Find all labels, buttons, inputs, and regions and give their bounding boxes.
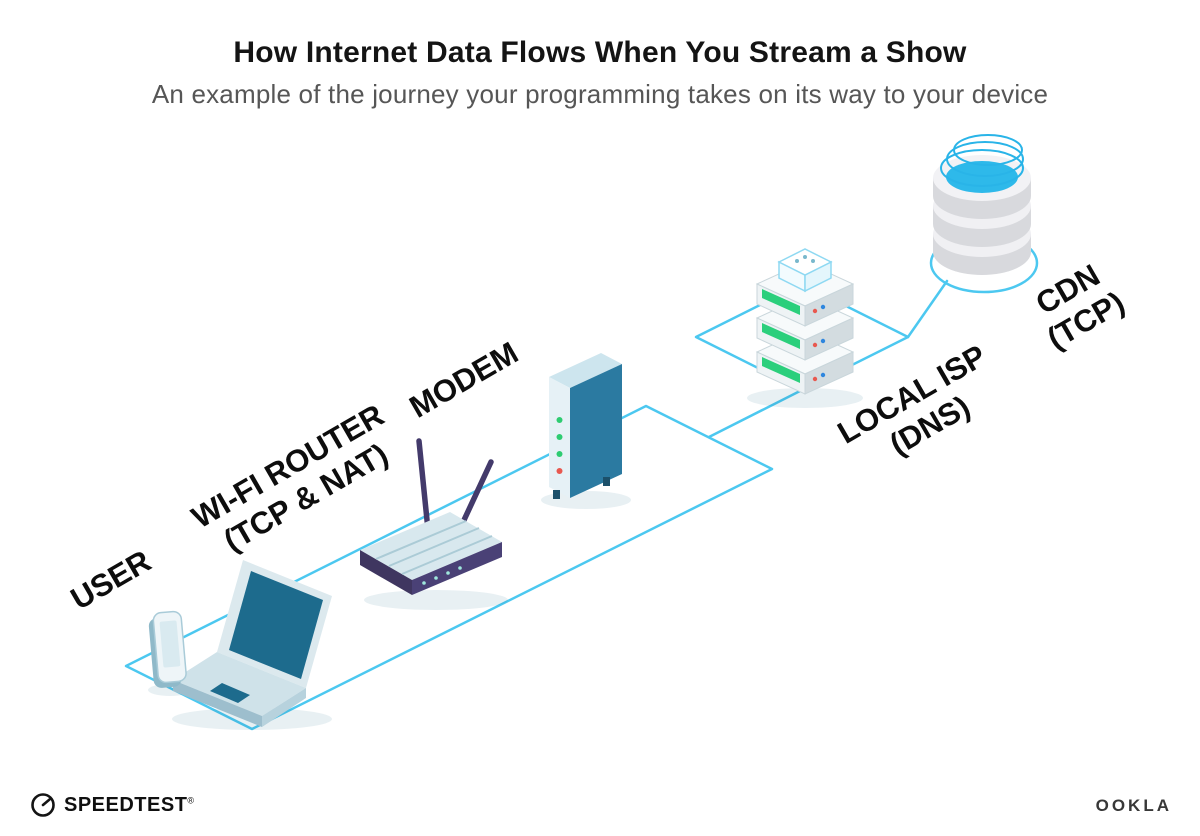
modem-illustration	[549, 353, 622, 499]
router-led-lights	[422, 566, 462, 585]
connector-isp-to-cdn	[906, 279, 949, 339]
speedtest-label: SPEEDTEST	[64, 793, 188, 816]
cdn-rings	[940, 134, 1024, 187]
speedtest-gauge-icon	[31, 793, 55, 817]
speedtest-logo: SPEEDTEST®	[30, 792, 195, 818]
laptop-trackpad	[210, 683, 250, 703]
modem-label: MODEM	[404, 335, 524, 425]
server-box-dots	[795, 255, 815, 263]
phone-illustration	[148, 610, 187, 688]
laptop-illustration	[173, 560, 332, 727]
label-modem: MODEM	[404, 335, 524, 425]
label-user: USER	[65, 543, 157, 616]
cdn-water	[946, 161, 1018, 193]
page-title: How Internet Data Flows When You Stream …	[233, 36, 967, 69]
user-label: USER	[65, 543, 157, 616]
registered-mark: ®	[187, 794, 195, 805]
track-user-to-modem	[124, 404, 774, 731]
header: How Internet Data Flows When You Stream …	[0, 36, 1200, 110]
shadows	[148, 388, 863, 730]
label-isp: LOCAL ISP (DNS)	[832, 338, 992, 462]
isp-server-illustration	[755, 248, 855, 395]
speedtest-wordmark: SPEEDTEST®	[64, 794, 195, 817]
page-subtitle: An example of the journey your programmi…	[151, 79, 1049, 109]
router-illustration	[360, 438, 502, 595]
modem-led-lights	[556, 417, 563, 474]
server-top-box	[777, 248, 833, 293]
connector-modem-to-isp	[707, 388, 804, 439]
label-cdn: CDN (TCP)	[1030, 257, 1130, 356]
cdn-database-illustration	[933, 134, 1031, 275]
ookla-logo: OOKLA	[1095, 796, 1172, 815]
router-top-grooves	[375, 520, 493, 575]
